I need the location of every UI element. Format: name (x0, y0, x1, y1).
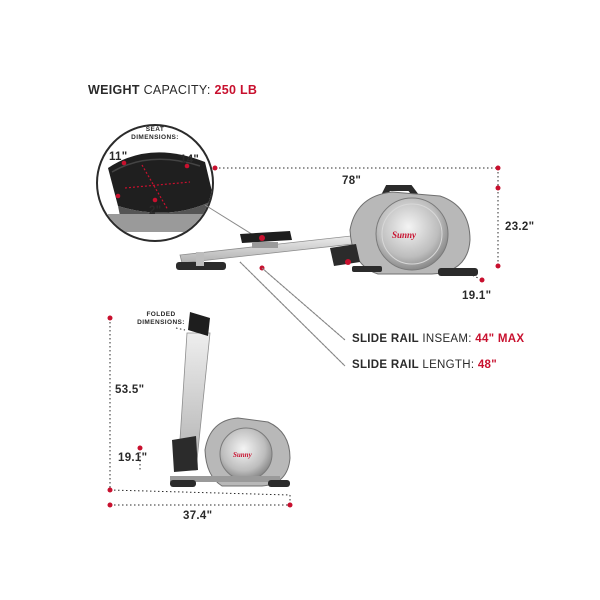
seat-height: 2" (149, 205, 162, 217)
svg-text:Sunny: Sunny (392, 230, 417, 240)
length-bold: SLIDE RAIL (352, 359, 419, 371)
seat-length: 14" (180, 154, 200, 166)
rear-stabilizer (438, 268, 478, 276)
seat-width: 11" (109, 151, 128, 163)
seat-title: SEAT (145, 126, 165, 133)
flywheel-cover (375, 197, 449, 271)
folded-title: FOLDED (146, 311, 176, 318)
unfolded-length: 78" (342, 175, 362, 187)
length-label: LENGTH: (422, 359, 475, 371)
seat (240, 231, 292, 243)
weight-capacity: WEIGHT CAPACITY: 250 LB (88, 83, 257, 97)
folded-seat (188, 312, 210, 336)
rower-unfolded: Sunny (176, 185, 478, 276)
folded-width: 19.1" (118, 452, 148, 464)
folded-height: 53.5" (115, 384, 145, 396)
inseam-label: INSEAM: (422, 333, 472, 345)
capacity-label: CAPACITY: (143, 83, 211, 97)
unfolded-width: 19.1" (462, 290, 492, 302)
capacity-value: 250 LB (214, 83, 258, 97)
length-value: 48" (477, 359, 497, 371)
folded-dimensions-title: FOLDED DIMENSIONS: (136, 311, 186, 327)
svg-text:Sunny: Sunny (233, 451, 253, 459)
folded-length: 37.4" (183, 510, 213, 522)
inseam-bold: SLIDE RAIL (352, 333, 419, 345)
seat-dimensions-title: SEAT DIMENSIONS: (120, 126, 190, 142)
unfolded-height: 23.2" (505, 221, 535, 233)
slide-rail-inseam: SLIDE RAIL INSEAM: 44" MAX (352, 333, 524, 345)
inseam-value: 44" MAX (475, 333, 525, 345)
folded-subtitle: DIMENSIONS: (137, 319, 185, 326)
rower-folded: Sunny (170, 312, 291, 487)
weight-label: WEIGHT (88, 83, 140, 97)
slide-rail-length: SLIDE RAIL LENGTH: 48" (352, 359, 497, 371)
seat-detail (96, 124, 259, 242)
seat-subtitle: DIMENSIONS: (131, 134, 179, 141)
footrest (330, 244, 360, 266)
folded-dimension-dots (107, 315, 293, 508)
unfolded-dimension-dots (212, 165, 501, 283)
